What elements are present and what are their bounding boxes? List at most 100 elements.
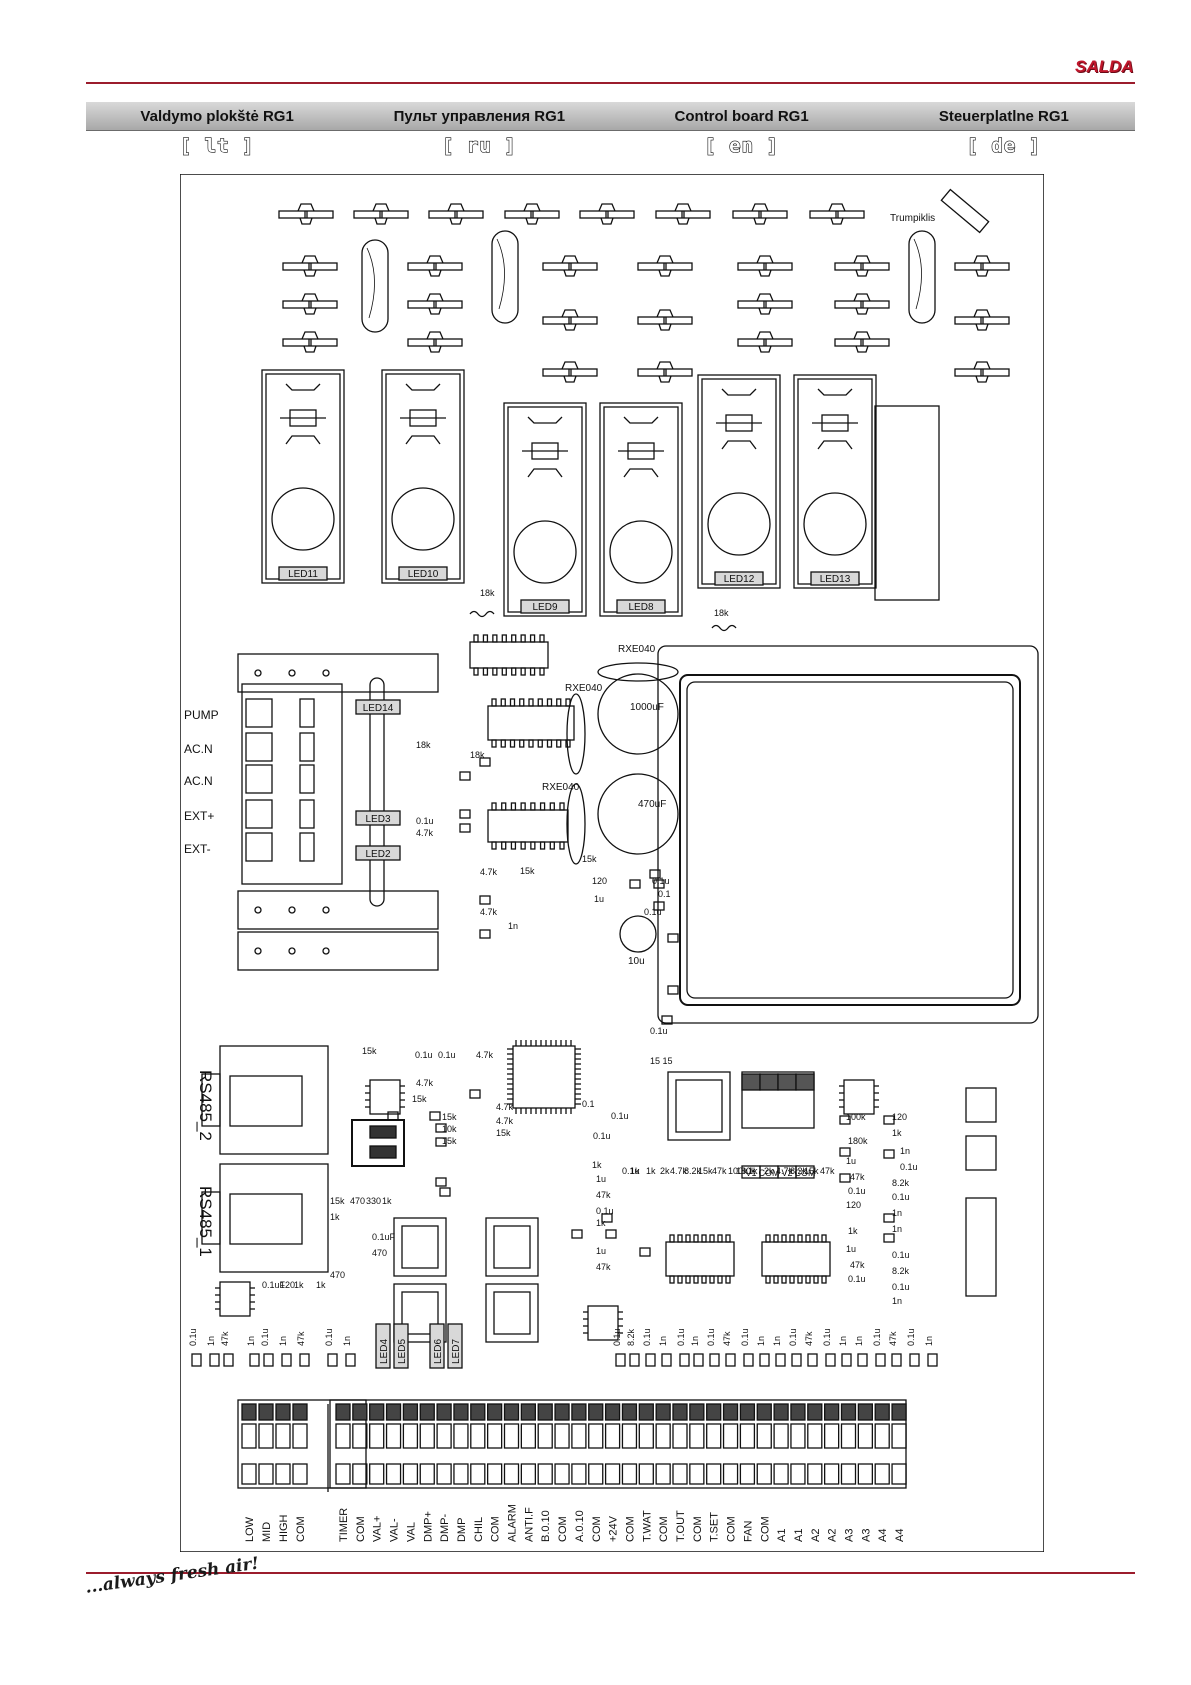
fuse-2 xyxy=(282,338,338,347)
component-value-47: 1k xyxy=(596,1218,606,1228)
label-rxe040-c: RXE040 xyxy=(542,782,580,793)
terminal-21-foot xyxy=(621,1463,638,1485)
bottom-pad-0 xyxy=(191,1353,202,1367)
ic-u3-pin-t2 xyxy=(510,802,517,811)
power-header-top xyxy=(237,653,439,693)
component-value-84: 0.1u xyxy=(892,1250,910,1260)
label-v-terminal-2: V2 xyxy=(781,1168,792,1178)
fuse-19-cap xyxy=(973,309,991,318)
bottom-pad-5 xyxy=(281,1353,292,1367)
pad-14 xyxy=(429,1111,441,1121)
fuse-13 xyxy=(737,300,793,309)
terminal-0-body xyxy=(241,1423,257,1449)
pad-29 xyxy=(883,1213,895,1223)
terminal-9-foot xyxy=(419,1463,435,1485)
pad-26 xyxy=(839,1173,851,1183)
terminal-label-a4-37: A4 xyxy=(894,1529,906,1542)
terminal-6-screw xyxy=(369,1403,385,1421)
ic-u2-pin-t7 xyxy=(556,698,562,707)
fuse-7-foot xyxy=(563,323,577,331)
ic-u1-pin-b6 xyxy=(529,667,536,676)
ic-u1-pin-t4 xyxy=(511,634,517,643)
relay-0-led-label: LED11 xyxy=(288,569,318,580)
fuse-top-1 xyxy=(353,210,409,219)
relay-1-pin-top xyxy=(405,383,441,391)
bottom-pad-22 xyxy=(825,1353,836,1367)
switch-block xyxy=(667,1071,731,1141)
led-led2 xyxy=(355,845,401,861)
pad-1 xyxy=(479,757,491,767)
pad-24 xyxy=(839,1115,851,1125)
ic-u3-pin-b1 xyxy=(501,841,507,850)
terminal-label-com-27: COM xyxy=(726,1516,738,1542)
component-value-56: 15k xyxy=(698,1166,713,1176)
relay-5-pin-top xyxy=(817,388,853,396)
relay-1-pin-bot xyxy=(405,435,441,445)
ic-u2-pin-b0 xyxy=(491,739,497,748)
fuse-top-1-foot xyxy=(374,217,388,225)
component-value-79: 0.1u xyxy=(900,1162,918,1172)
terminal-label-anti-f-15: ANTI.F xyxy=(523,1507,535,1542)
pad-16 xyxy=(435,1137,447,1147)
fuse-14 xyxy=(737,338,793,347)
ic-u3-pin-b0 xyxy=(491,841,497,850)
terminal-0-screw xyxy=(241,1403,257,1421)
dc-module-2-inner xyxy=(401,1291,439,1335)
power-term-3 xyxy=(245,799,273,829)
ptc-fuse-1-mark xyxy=(496,238,505,310)
relay-3-pin-bot xyxy=(623,468,659,478)
polyfuse-b xyxy=(566,693,586,775)
bottom-value-12: 1n xyxy=(658,1336,668,1346)
ic-u3-pin-t4 xyxy=(530,802,536,811)
component-value-17: 0.1u xyxy=(415,1050,433,1060)
led-led7 xyxy=(447,1323,463,1369)
terminal-label-a1-30: A1 xyxy=(776,1529,788,1542)
dc-module-1 xyxy=(485,1217,539,1277)
fuse-10 xyxy=(637,316,693,325)
ic-u1-pin-b3 xyxy=(501,667,507,676)
fuse-9-cap xyxy=(656,255,674,264)
fuse-top-4-foot xyxy=(600,217,614,225)
ic-u1-pin-t3 xyxy=(501,634,507,643)
terminal-11-foot xyxy=(453,1463,469,1485)
right-connector-1 xyxy=(965,1135,997,1171)
ic-u3-pin-b6 xyxy=(549,841,555,850)
terminal-12-body xyxy=(470,1423,486,1449)
bottom-value-23: 1n xyxy=(838,1336,848,1346)
component-value-66: 100k xyxy=(846,1112,866,1122)
component-value-5: 4.7k xyxy=(480,907,498,917)
terminal-32-body xyxy=(807,1423,823,1449)
pad-0 xyxy=(459,771,471,781)
relay-2-outer xyxy=(503,402,587,617)
component-value-15: 15 15 xyxy=(650,1056,673,1066)
fuse-6-cap xyxy=(561,255,579,264)
transformer-outer xyxy=(657,645,1039,1024)
relay-5-led xyxy=(810,571,860,586)
ph-hole-b1-0 xyxy=(254,906,262,914)
terminal-6-body xyxy=(369,1423,385,1449)
fuse-top-7-foot xyxy=(830,217,844,225)
cap-1000uf xyxy=(597,673,679,755)
label-10u: 10u xyxy=(628,956,645,967)
terminal-33-foot xyxy=(824,1463,840,1485)
bottom-value-1: 1n xyxy=(206,1336,216,1346)
ic-u4-pin-b2 xyxy=(685,1275,691,1284)
pad-20 xyxy=(571,1229,583,1239)
ptc-fuse-0 xyxy=(361,239,389,333)
label-ext--3: EXT+ xyxy=(184,809,214,823)
fuse-0 xyxy=(282,262,338,271)
terminal-4-screw xyxy=(335,1403,351,1421)
component-value-20: 4.7k xyxy=(416,1078,434,1088)
terminal-27-body xyxy=(722,1423,739,1449)
ic-u4-pin-t5 xyxy=(709,1234,715,1243)
label-ac-n-1: AC.N xyxy=(184,742,213,756)
lang-en: [ en ] xyxy=(704,134,779,157)
fuse-top-7-cap xyxy=(828,203,846,212)
terminal-35-screw xyxy=(857,1403,873,1421)
component-value-78: 1n xyxy=(900,1146,910,1156)
pad-17 xyxy=(435,1177,447,1187)
terminal-32-foot xyxy=(807,1463,823,1485)
ic-u3-pin-t7 xyxy=(559,802,565,811)
terminal-label-com-19: COM xyxy=(591,1516,603,1542)
